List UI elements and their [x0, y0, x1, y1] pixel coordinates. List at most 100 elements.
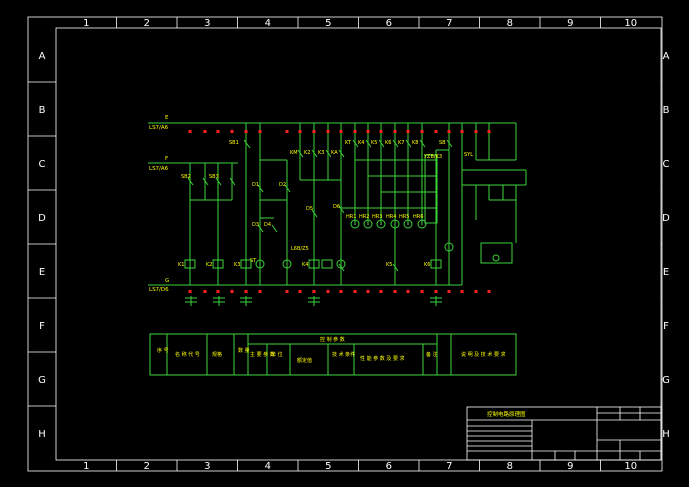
- column-label-bottom: 10: [624, 461, 637, 472]
- label-yzb: YZB/K3: [423, 154, 442, 160]
- row-label-right: D: [662, 213, 670, 224]
- label-d3: D3: [252, 222, 259, 228]
- label-kt: KT: [345, 140, 352, 146]
- label-sb3: SB3: [209, 174, 219, 180]
- terminal-marker: [460, 130, 464, 133]
- row-label-right: F: [663, 321, 669, 332]
- component-labels: SB1 KM K2 K3 KA KT K4 K5 K6 K7 K8 SB HR1…: [178, 140, 473, 268]
- terminal-marker: [203, 290, 207, 293]
- table-cell-3: 数 量: [238, 347, 250, 354]
- label-k5: K5: [371, 140, 377, 146]
- label-ka: KA: [331, 150, 338, 156]
- label-k8: K8: [412, 140, 418, 146]
- label-hr4: HR4: [386, 214, 396, 220]
- row-label-left: H: [38, 429, 46, 440]
- terminal-marker: [298, 130, 302, 133]
- terminal-marker: [366, 290, 370, 293]
- terminal-blocks: [185, 296, 442, 306]
- terminal-marker: [188, 130, 192, 133]
- label-coil-k6: K6: [424, 262, 430, 268]
- table-cell-4: 主 要 参 数: [250, 351, 275, 358]
- terminal-marker: [393, 130, 397, 133]
- terminal-marker: [312, 130, 316, 133]
- label-sb1: SB1: [229, 140, 239, 146]
- table-cell-2: 规格: [212, 351, 222, 358]
- bus-lines: [148, 122, 516, 286]
- column-label-top: 1: [83, 18, 89, 29]
- column-label-top: 9: [567, 18, 573, 29]
- row-label-left: F: [39, 321, 45, 332]
- terminal-marker: [353, 290, 357, 293]
- column-label-top: 4: [265, 18, 271, 29]
- bus-f-sub: LS7/A6: [149, 166, 169, 172]
- column-label-bottom: 3: [204, 461, 210, 472]
- column-label-bottom: 9: [567, 461, 573, 472]
- label-k6: K6: [385, 140, 391, 146]
- terminal-marker: [258, 130, 262, 133]
- row-label-left: E: [39, 267, 45, 278]
- terminal-marker: [406, 290, 410, 293]
- label-k4: K4: [358, 140, 364, 146]
- table-cell-6: 额定值: [297, 357, 312, 364]
- branch-wires: [189, 123, 527, 285]
- table-cell-0: 序 号: [157, 347, 169, 354]
- terminal-marker: [216, 290, 220, 293]
- label-coil-k4: K4: [302, 262, 308, 268]
- terminal-marker: [244, 130, 248, 133]
- terminal-marker: [258, 290, 262, 293]
- row-label-right: A: [663, 51, 670, 62]
- column-label-bottom: 4: [265, 461, 271, 472]
- terminal-marker: [420, 130, 424, 133]
- table-cell-5: 单 位: [271, 351, 283, 358]
- column-label-top: 8: [507, 18, 513, 29]
- label-sb: SB: [439, 140, 446, 146]
- label-hr2: HR2: [359, 214, 369, 220]
- terminal-marker: [379, 130, 383, 133]
- table-cell-9: 备 注: [426, 351, 438, 358]
- row-label-left: B: [39, 105, 46, 116]
- terminal-marker: [285, 130, 289, 133]
- column-label-bottom: 6: [386, 461, 392, 472]
- terminal-marker: [447, 130, 451, 133]
- column-label-top: 3: [204, 18, 210, 29]
- column-label-top: 2: [144, 18, 150, 29]
- coils: [184, 154, 442, 269]
- label-d2: D2: [279, 182, 286, 188]
- row-label-left: C: [39, 159, 46, 170]
- label-k3: K3: [318, 150, 324, 156]
- terminal-marker: [230, 290, 234, 293]
- title-block: [466, 406, 662, 461]
- column-label-bottom: 1: [83, 461, 89, 472]
- row-label-right: B: [663, 105, 670, 116]
- bus-e-sub: LS7/A6: [149, 125, 169, 131]
- label-syl: SYL: [464, 152, 473, 158]
- terminal-marker: [188, 290, 192, 293]
- terminal-marker: [353, 130, 357, 133]
- row-label-left: D: [38, 213, 46, 224]
- bus-e-label: E: [165, 115, 169, 121]
- column-label-top: 5: [325, 18, 331, 29]
- terminal-marker: [298, 290, 302, 293]
- parts-table-text: 序 号 名 称 代 号 规格 数 量 控 制 参 数 主 要 参 数 单 位 额…: [157, 336, 506, 364]
- label-k2: K2: [304, 150, 310, 156]
- label-coil-k3: K3: [234, 262, 240, 268]
- terminal-marker: [393, 290, 397, 293]
- terminal-marker: [487, 290, 491, 293]
- label-coil-k5: K5: [386, 262, 392, 268]
- terminal-marker: [326, 290, 330, 293]
- label-hr5: HR5: [399, 214, 409, 220]
- table-cell-header: 控 制 参 数: [320, 336, 345, 343]
- terminal-marker: [460, 290, 464, 293]
- row-label-left: A: [39, 51, 46, 62]
- bus-g-label: G: [165, 278, 169, 284]
- column-label-top: 7: [446, 18, 452, 29]
- row-label-right: H: [662, 429, 670, 440]
- label-st: ST: [250, 258, 257, 264]
- bus-f-label: F: [165, 156, 168, 162]
- column-label-top: 6: [386, 18, 392, 29]
- table-cell-8: 性 能 参 数 及 要 求: [360, 355, 405, 362]
- terminal-marker: [434, 290, 438, 293]
